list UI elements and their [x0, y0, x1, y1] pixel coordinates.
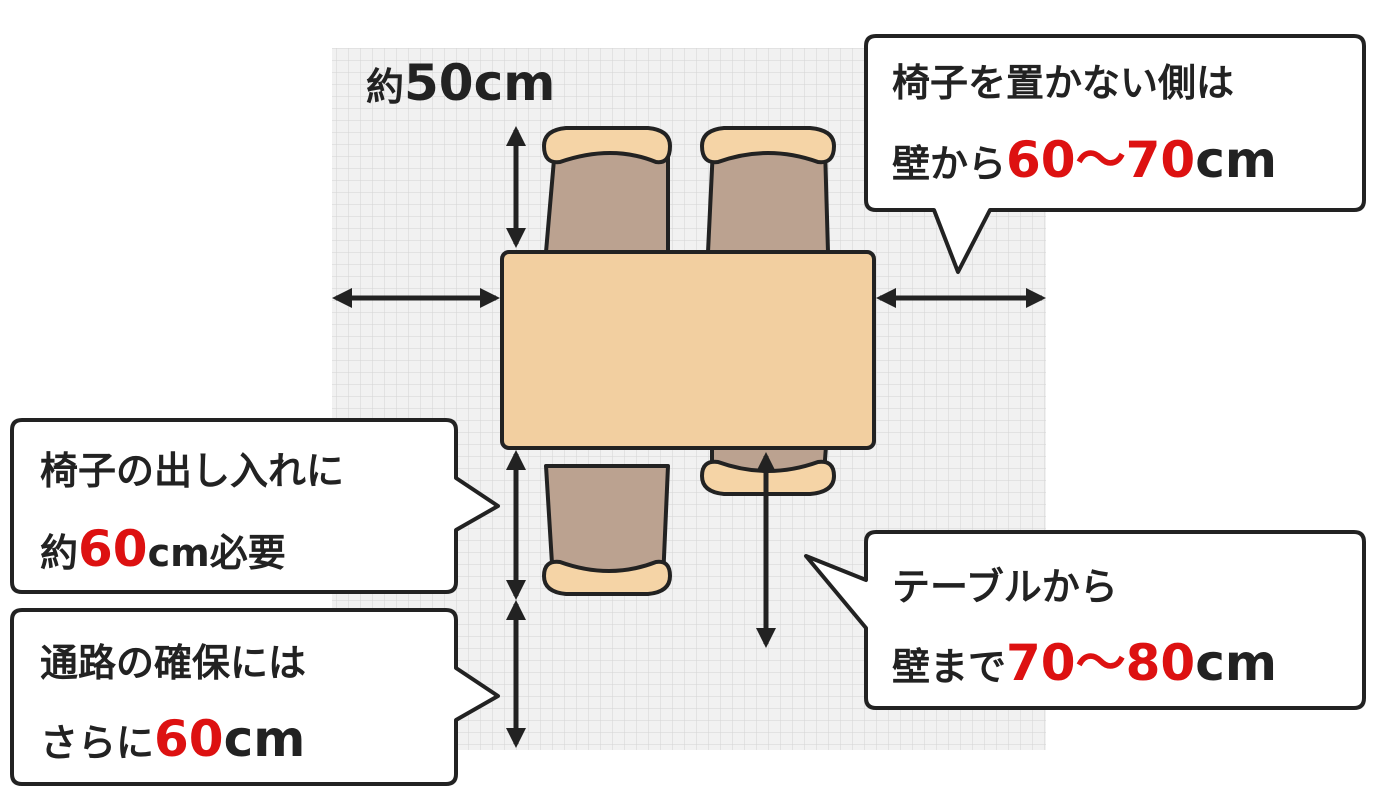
callout-left-bottom: 通路の確保には さらに60cm	[10, 608, 500, 786]
callout-bubble	[804, 530, 1366, 710]
callout-right-bottom-line1: テーブルから	[892, 565, 1118, 609]
callout-unit: cm	[1195, 634, 1277, 692]
callout-text: 約	[40, 531, 78, 575]
callout-text: 壁まで	[892, 645, 1006, 689]
chair-top-left	[542, 126, 672, 254]
top-dimension-label: 約50cm	[366, 54, 555, 112]
chair-back	[700, 126, 836, 165]
callout-left-bottom-line2: さらに60cm	[40, 710, 305, 768]
callout-bubble	[10, 418, 500, 594]
dining-table	[500, 250, 876, 450]
callout-left-mid: 椅子の出し入れに 約60cm必要	[10, 418, 500, 594]
chair-seat	[544, 146, 670, 254]
callout-left-bottom-line1: 通路の確保には	[40, 641, 306, 685]
chair-back	[542, 559, 672, 596]
chair-back	[542, 126, 672, 165]
callout-value: 60〜70	[1006, 131, 1195, 189]
callout-right-top-line2: 壁から60〜70cm	[892, 131, 1277, 189]
callout-unit: cm	[1195, 131, 1277, 189]
callout-right-top: 椅子を置かない側は 壁から60〜70cm	[864, 34, 1366, 274]
callout-right-top-line1: 椅子を置かない側は	[892, 61, 1234, 105]
chair-top-right	[700, 126, 836, 254]
callout-text: cm必要	[148, 531, 286, 575]
chair-seat	[706, 146, 830, 254]
top-label-prefix: 約	[366, 65, 404, 109]
callout-left-mid-line1: 椅子の出し入れに	[40, 449, 344, 493]
callout-text: 壁から	[892, 142, 1006, 186]
callout-value: 70〜80	[1006, 634, 1195, 692]
callout-text: さらに	[40, 721, 154, 765]
callout-unit: cm	[224, 710, 306, 768]
callout-bubble	[10, 608, 500, 786]
callout-right-bottom-line2: 壁まで70〜80cm	[892, 634, 1277, 692]
callout-bubble	[864, 34, 1366, 274]
callout-value: 60	[78, 520, 148, 578]
chair-bottom-left	[542, 464, 672, 596]
top-label-value: 50cm	[404, 54, 555, 112]
callout-value: 60	[154, 710, 224, 768]
dimension-arrows	[332, 126, 1046, 748]
callout-left-mid-line2: 約60cm必要	[40, 520, 286, 578]
callout-right-bottom: テーブルから 壁まで70〜80cm	[804, 530, 1366, 710]
